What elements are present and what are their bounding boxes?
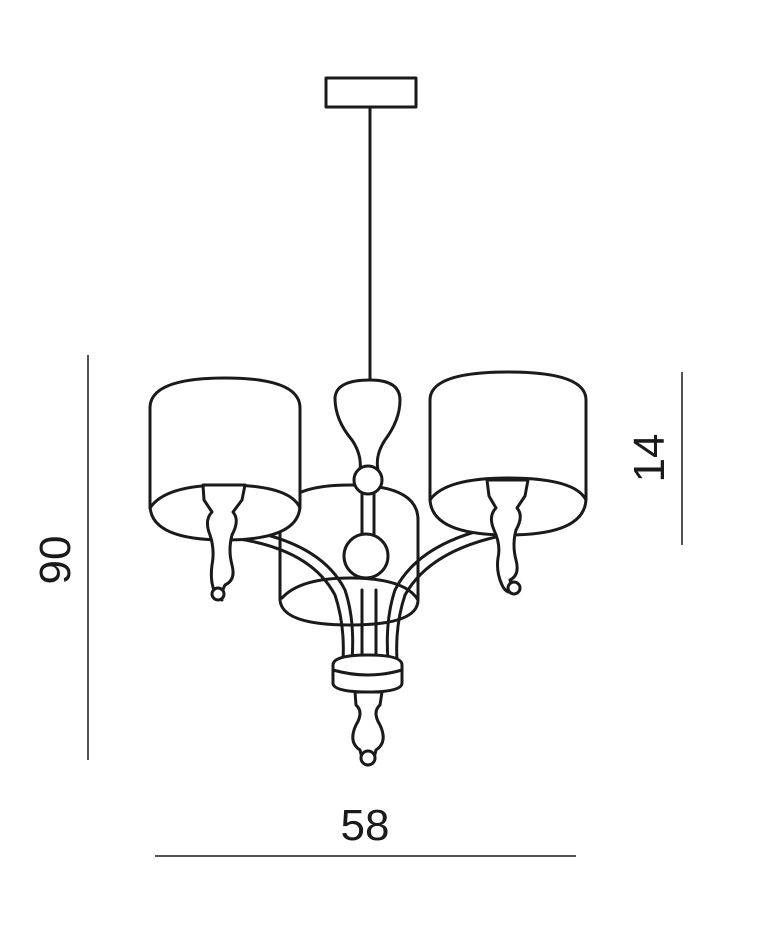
width-label: 58: [341, 801, 390, 850]
shade-height-dimension: 14: [625, 372, 683, 545]
shade-height-label: 14: [625, 434, 674, 483]
height-dimension: 90: [31, 355, 89, 760]
width-dimension: 58: [155, 801, 576, 857]
height-label: 90: [31, 536, 80, 585]
arms: [230, 523, 507, 662]
central-column: [333, 378, 402, 580]
ceiling-canopy: [324, 76, 418, 109]
bottom-cup-and-finial: [331, 653, 404, 767]
right-shade: [428, 370, 588, 596]
left-shade: [148, 376, 302, 602]
chandelier-drawing: [148, 76, 588, 767]
